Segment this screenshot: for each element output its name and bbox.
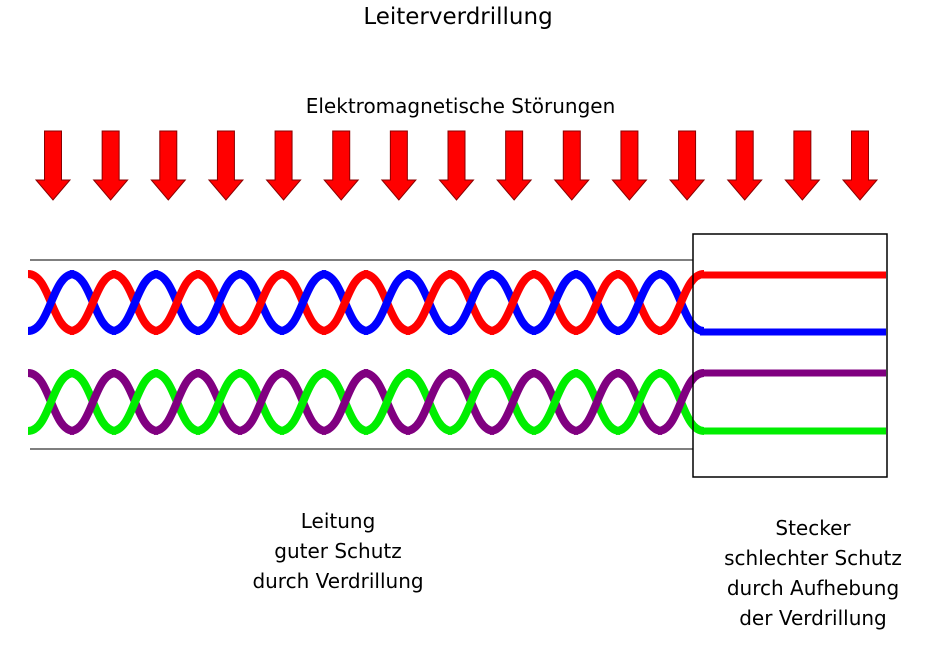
wire-b-segment — [531, 369, 579, 435]
wire-b-segment — [447, 369, 495, 435]
disturbance-arrow — [784, 130, 821, 201]
disturbance-arrow — [841, 130, 879, 201]
wire-b-segment — [531, 270, 579, 335]
wire-b-segment — [111, 270, 159, 335]
cable — [27, 259, 705, 450]
wire-a-segment — [237, 369, 285, 435]
disturbance-arrow — [380, 130, 417, 201]
cable-label-line: guter Schutz — [274, 539, 402, 563]
wire-b-segment — [195, 369, 243, 435]
wire-a-segment — [405, 369, 453, 435]
wire-b-segment — [363, 270, 411, 335]
plug-label-line: schlechter Schutz — [724, 546, 902, 570]
wire-a-segment — [153, 369, 201, 435]
disturbance-arrow — [265, 130, 302, 201]
cable-label: Leitung guter Schutz durch Verdrillung — [218, 506, 458, 596]
twisted-pair-1 — [27, 270, 705, 335]
plug-label-line: durch Aufhebung — [726, 576, 900, 600]
disturbance-arrow — [207, 130, 245, 201]
disturbance-arrow — [553, 130, 590, 201]
plug-label: Stecker schlechter Schutz durch Aufhebun… — [696, 513, 930, 633]
disturbance-arrow — [150, 130, 187, 201]
wire-b-segment — [279, 270, 327, 335]
wire-a-segment — [321, 369, 369, 435]
disturbance-arrows — [34, 130, 879, 201]
disturbance-arrow — [438, 130, 475, 201]
wire-a-segment — [489, 369, 537, 435]
plug-box — [692, 233, 888, 478]
cable-label-line: durch Verdrillung — [252, 569, 424, 593]
wire-a-segment — [153, 270, 201, 335]
wire-a-segment — [405, 270, 453, 335]
wire-a-segment — [489, 270, 537, 335]
plug-label-line: Stecker — [775, 516, 851, 540]
disturbance-arrow — [34, 130, 72, 201]
wire-a-segment — [573, 369, 621, 435]
wire-a-segment — [657, 270, 705, 335]
diagram-title: Leiterverdrillung — [363, 4, 553, 30]
wire-b-segment — [363, 369, 411, 435]
cable-label-line: Leitung — [300, 509, 376, 533]
wire-b-segment — [27, 369, 75, 435]
plug — [692, 233, 888, 478]
disturbance-arrow — [92, 130, 129, 201]
wire-b-segment — [615, 270, 663, 335]
plug-label-line: der Verdrillung — [739, 606, 887, 630]
wire-b-segment — [195, 270, 243, 335]
wire-b-segment — [447, 270, 495, 335]
disturbance-arrow — [323, 130, 360, 201]
wire-a-segment — [69, 270, 117, 335]
wire-b-segment — [111, 369, 159, 435]
disturbance-arrow — [668, 130, 706, 201]
disturbance-arrow — [726, 130, 763, 201]
twisted-pair-2 — [27, 369, 705, 435]
wire-b-segment — [615, 369, 663, 435]
plug-wires — [700, 271, 886, 435]
wire-a-segment — [321, 270, 369, 335]
wire-a-segment — [573, 270, 621, 335]
wire-a-segment — [69, 369, 117, 435]
wire-a-segment — [237, 270, 285, 335]
disturbance-arrow — [496, 130, 533, 201]
wire-b-segment — [279, 369, 327, 435]
wire-a-segment — [657, 369, 705, 435]
disturbance-label: Elektromagnetische Störungen — [305, 94, 616, 118]
disturbance-arrow — [611, 130, 648, 201]
wire-b-segment — [27, 270, 75, 335]
